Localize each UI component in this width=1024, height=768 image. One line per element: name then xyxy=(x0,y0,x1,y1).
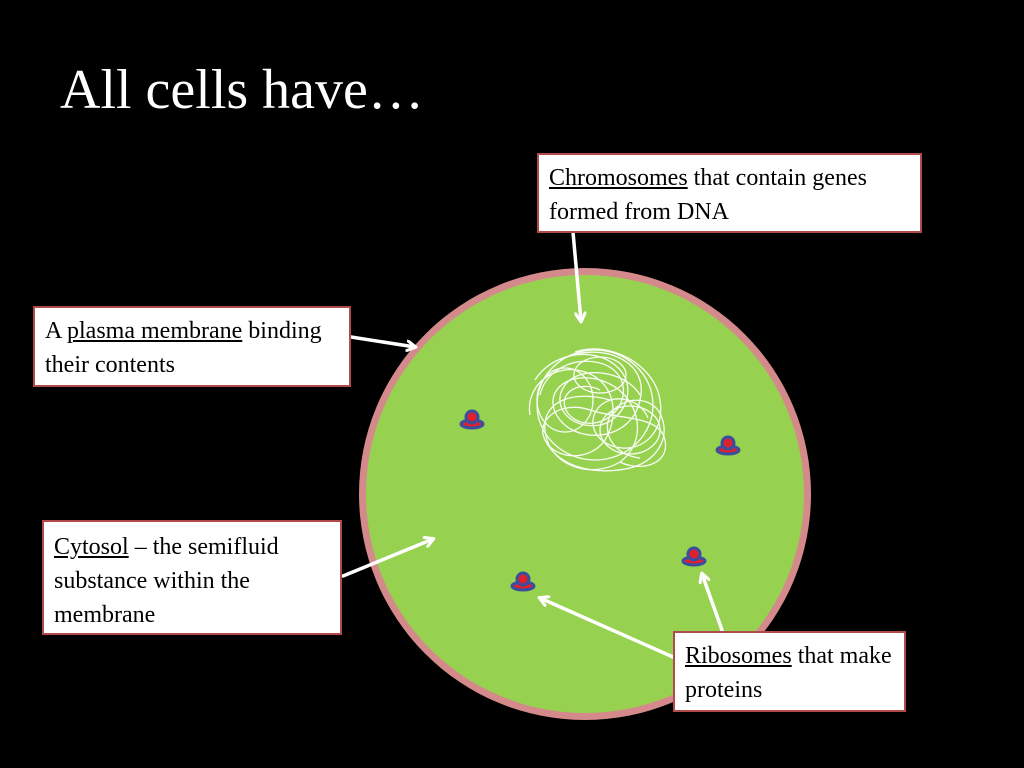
ribosome xyxy=(681,546,707,567)
term-chromosomes: Chromosomes xyxy=(549,165,688,191)
callout-ribosomes-text: that make proteins xyxy=(685,643,892,703)
cell-cytoplasm xyxy=(366,275,804,713)
slide-title: All cells have… xyxy=(60,59,424,121)
ribosome xyxy=(715,435,741,456)
callout-chromosomes: Chromosomes that contain genes formed fr… xyxy=(537,153,922,233)
arrow-plasma-membrane xyxy=(349,335,415,347)
arrow-ribosome-right xyxy=(702,574,724,632)
callout-chromosomes-text: that contain genes formed from DNA xyxy=(549,165,867,225)
term-cytosol: Cytosol xyxy=(54,534,129,560)
arrow-cytosol xyxy=(341,539,433,578)
arrow-chromosomes xyxy=(571,230,581,321)
callout-plasma-membrane-prefix: A xyxy=(45,318,68,344)
callout-plasma-membrane: A plasma membrane binding their contents xyxy=(33,306,351,387)
callout-cytosol: Cytosol – the semifluid substance within… xyxy=(42,520,342,635)
term-plasma-membrane: plasma membrane xyxy=(67,318,243,344)
callout-ribosomes: Ribosomes that make proteins xyxy=(673,631,906,712)
ribosome xyxy=(510,571,536,592)
callout-plasma-membrane-text: binding their contents xyxy=(45,318,322,378)
term-ribosomes: Ribosomes xyxy=(685,643,792,669)
ribosome xyxy=(459,409,485,430)
callout-cytosol-text: – the semifluid substance within the mem… xyxy=(54,534,279,628)
chromosome-tangle xyxy=(528,348,667,472)
arrow-ribosome-left xyxy=(540,598,675,659)
